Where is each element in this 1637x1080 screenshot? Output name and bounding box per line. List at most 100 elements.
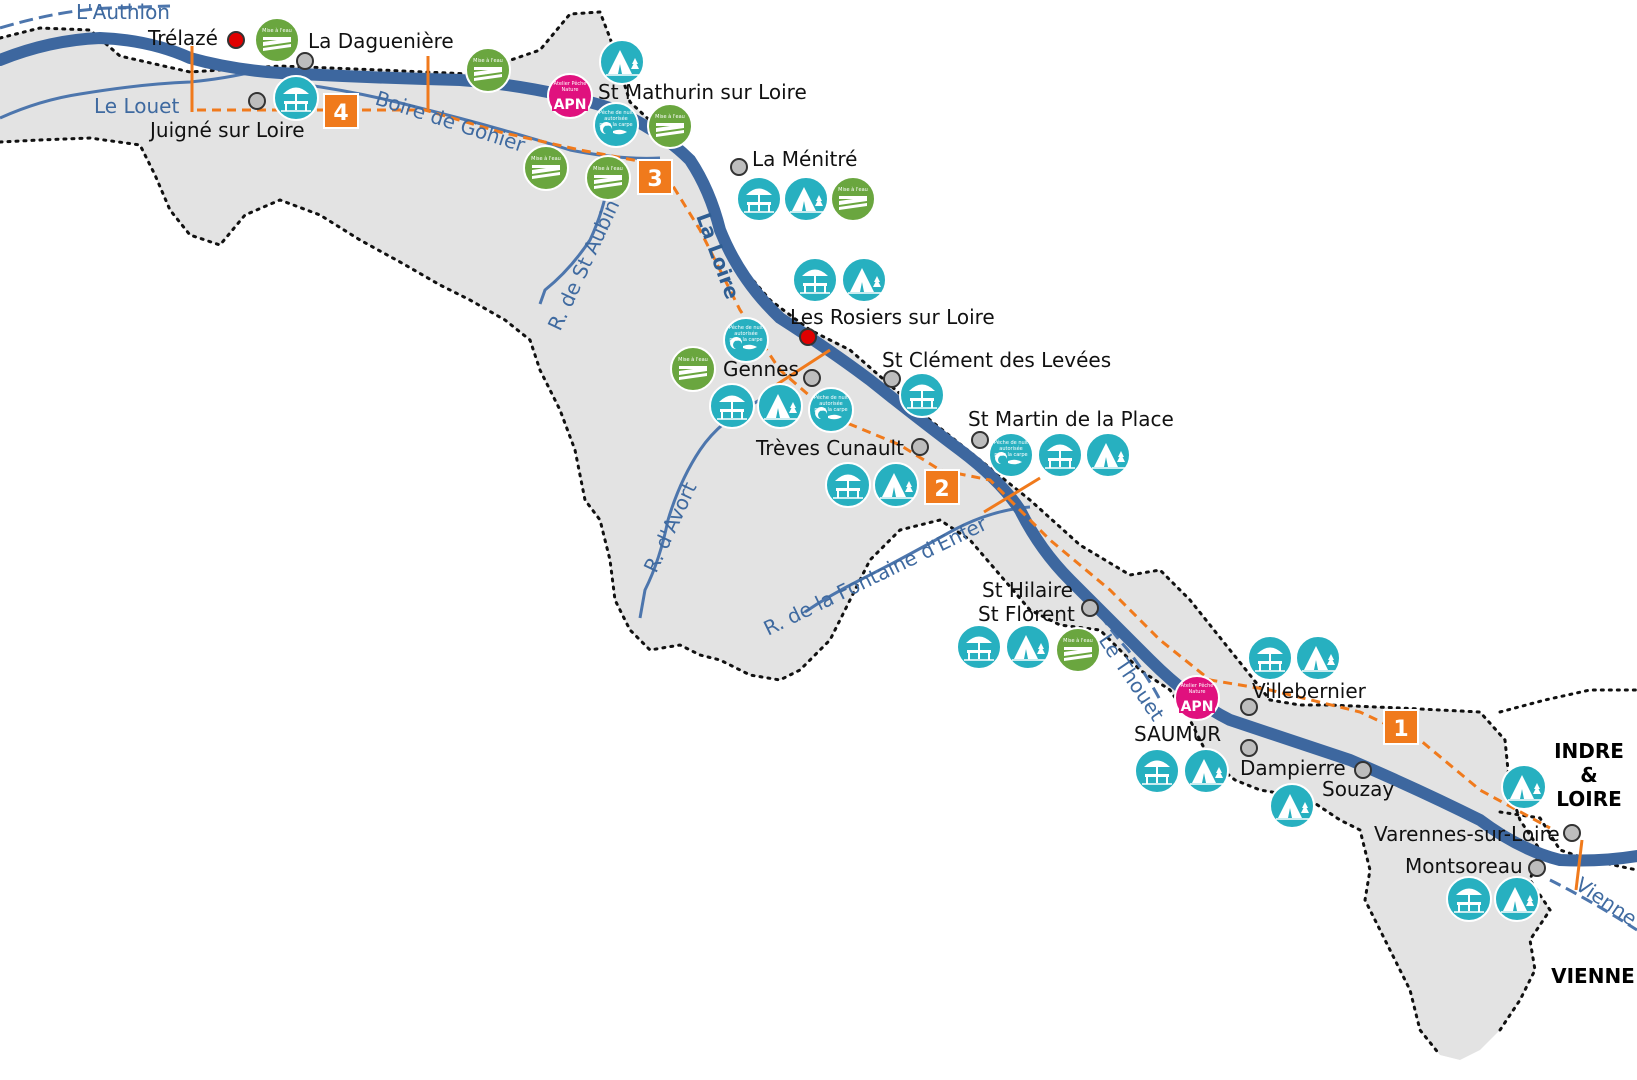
town-marker-saumur: [1240, 739, 1258, 757]
town-label-dampierre: Dampierre: [1240, 756, 1346, 780]
dept-label-loire: LOIRE: [1556, 787, 1622, 811]
zone-number: 4: [333, 101, 348, 126]
svg-text:Pêche de nuit: Pêche de nuit: [994, 439, 1028, 446]
svg-text:Atelier Pêche: Atelier Pêche: [1181, 682, 1214, 689]
campsite-icon: [1295, 635, 1341, 681]
picnic-icon: [736, 176, 782, 222]
svg-text:APN: APN: [554, 97, 587, 113]
picnic-icon: [1037, 432, 1083, 478]
svg-text:autorisée: autorisée: [734, 330, 757, 337]
town-label-st-florent: St Florent: [978, 602, 1075, 626]
svg-text:pour la carpe: pour la carpe: [599, 122, 632, 128]
boundary-2-south: [983, 476, 1041, 514]
svg-text:pour la carpe: pour la carpe: [994, 452, 1027, 458]
night-carp-fishing-icon: Pêche de nuit autorisée pour la carpe: [723, 317, 769, 363]
river-loire: [0, 31, 1637, 867]
river-louet: [0, 68, 261, 120]
picnic-icon: [273, 75, 319, 121]
boat-launch-icon: Mise à l'eau: [830, 176, 876, 222]
picnic-icon: [709, 383, 755, 429]
svg-text:autorisée: autorisée: [999, 445, 1022, 452]
label-louet: Le Louet: [94, 94, 179, 118]
boundary-1-east: [1574, 839, 1584, 891]
river-st-aubin: [538, 181, 610, 305]
apn-workshop-icon: Atelier Pêche Nature APN: [547, 73, 593, 119]
night-carp-fishing-icon: Pêche de nuit autorisée pour la carpe: [593, 102, 639, 148]
zone-box-1: 1: [1383, 709, 1419, 745]
boundary-2-north: [775, 348, 831, 387]
river-fontaine: [804, 505, 1031, 614]
zone-number: 3: [647, 167, 662, 192]
campsite-icon: [1501, 764, 1547, 810]
picnic-icon: [1446, 876, 1492, 922]
svg-text:Mise à l'eau: Mise à l'eau: [1063, 637, 1093, 644]
campsite-icon: [599, 39, 645, 85]
zone-number: 2: [934, 477, 949, 502]
boat-launch-icon: Mise à l'eau: [647, 103, 693, 149]
town-marker-juigne: [248, 92, 266, 110]
town-label-juigne: Juigné sur Loire: [148, 118, 305, 142]
town-marker-st-clement: [883, 370, 901, 388]
night-carp-fishing-icon: Pêche de nuit autorisée pour la carpe: [988, 432, 1034, 478]
zone-box-4: 4: [323, 93, 359, 129]
town-marker-treves: [911, 438, 929, 456]
dept-label-vienne: VIENNE: [1551, 964, 1635, 988]
apn-workshop-icon: Atelier Pêche Nature APN: [1174, 675, 1220, 721]
svg-text:Mise à l'eau: Mise à l'eau: [473, 57, 503, 64]
svg-text:pour la carpe: pour la carpe: [729, 337, 762, 343]
town-label-gennes: Gennes: [723, 357, 799, 381]
town-label-montsoreau: Montsoreau: [1405, 854, 1523, 878]
river-vienne: [1549, 878, 1637, 932]
boat-launch-icon: Mise à l'eau: [465, 47, 511, 93]
svg-text:Pêche de nuit: Pêche de nuit: [814, 394, 848, 401]
svg-text:Pêche de nuit: Pêche de nuit: [599, 109, 633, 116]
boat-launch-icon: Mise à l'eau: [1055, 627, 1101, 673]
town-marker-rosiers: [799, 328, 817, 346]
svg-text:Mise à l'eau: Mise à l'eau: [678, 356, 708, 363]
boat-launch-icon: Mise à l'eau: [670, 346, 716, 392]
campsite-icon: [1085, 432, 1131, 478]
picnic-icon: [1134, 748, 1180, 794]
town-label-menitre: La Ménitré: [752, 147, 857, 171]
svg-text:Nature: Nature: [562, 87, 579, 93]
campsite-icon: [841, 257, 887, 303]
town-marker-daguenière: [296, 52, 314, 70]
town-marker-st-hilaire: [1081, 599, 1099, 617]
night-carp-fishing-icon: Pêche de nuit autorisée pour la carpe: [808, 387, 854, 433]
picnic-icon: [825, 462, 871, 508]
label-authion: L'Authion: [76, 0, 170, 24]
campsite-icon: [1005, 624, 1051, 670]
zone-box-3: 3: [637, 159, 673, 195]
border-east-2: [1498, 688, 1637, 714]
town-label-daguenière: La Daguenière: [308, 29, 454, 53]
campsite-icon: [757, 383, 803, 429]
town-marker-gennes: [803, 369, 821, 387]
town-marker-menitre: [730, 158, 748, 176]
picnic-icon: [899, 372, 945, 418]
svg-text:Mise à l'eau: Mise à l'eau: [655, 113, 685, 120]
campsite-icon: [1269, 783, 1315, 829]
campsite-icon: [783, 176, 829, 222]
svg-text:Mise à l'eau: Mise à l'eau: [262, 27, 292, 34]
town-marker-villebernier: [1240, 698, 1258, 716]
town-label-st-mathurin: St Mathurin sur Loire: [598, 80, 807, 104]
boat-launch-icon: Mise à l'eau: [523, 145, 569, 191]
svg-text:autorisée: autorisée: [604, 115, 627, 122]
town-marker-montsoreau: [1528, 859, 1546, 877]
svg-text:APN: APN: [1181, 699, 1214, 715]
campsite-icon: [873, 462, 919, 508]
town-label-treves: Trèves Cunault: [755, 436, 904, 460]
town-label-st-martin: St Martin de la Place: [968, 407, 1174, 431]
boat-launch-icon: Mise à l'eau: [254, 17, 300, 63]
svg-text:Pêche de nuit: Pêche de nuit: [729, 324, 763, 331]
campsite-icon: [1183, 748, 1229, 794]
svg-text:Mise à l'eau: Mise à l'eau: [838, 186, 868, 193]
town-label-varennes: Varennes-sur-Loire: [1374, 822, 1560, 846]
town-label-villebernier: Villebernier: [1252, 679, 1367, 703]
land-area: [0, 12, 1550, 1060]
zone-box-2: 2: [924, 469, 960, 505]
dept-label-ampersand: &: [1580, 763, 1597, 787]
svg-text:Mise à l'eau: Mise à l'eau: [593, 165, 623, 172]
